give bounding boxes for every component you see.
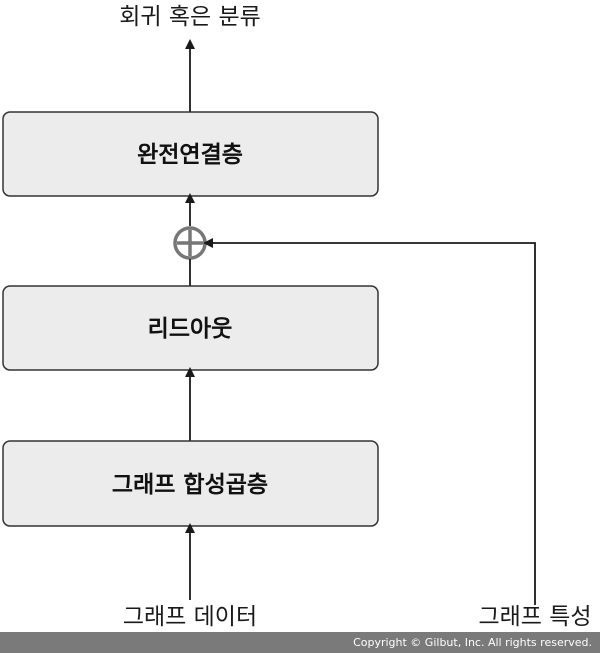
graph-features-label: 그래프 특성 <box>478 604 591 630</box>
readout-layer-label: 리드아웃 <box>148 316 233 342</box>
graph-conv-layer-label: 그래프 합성곱층 <box>112 472 268 498</box>
plus-circle-icon <box>173 226 207 260</box>
copyright-footer: Copyright © Gilbut, Inc. All rights rese… <box>0 632 600 653</box>
output-label: 회귀 혹은 분류 <box>119 4 261 30</box>
line-graph-features-to-plus <box>203 238 536 605</box>
fc-layer-label: 완전연결층 <box>137 142 243 168</box>
graph-data-label: 그래프 데이터 <box>123 604 257 630</box>
